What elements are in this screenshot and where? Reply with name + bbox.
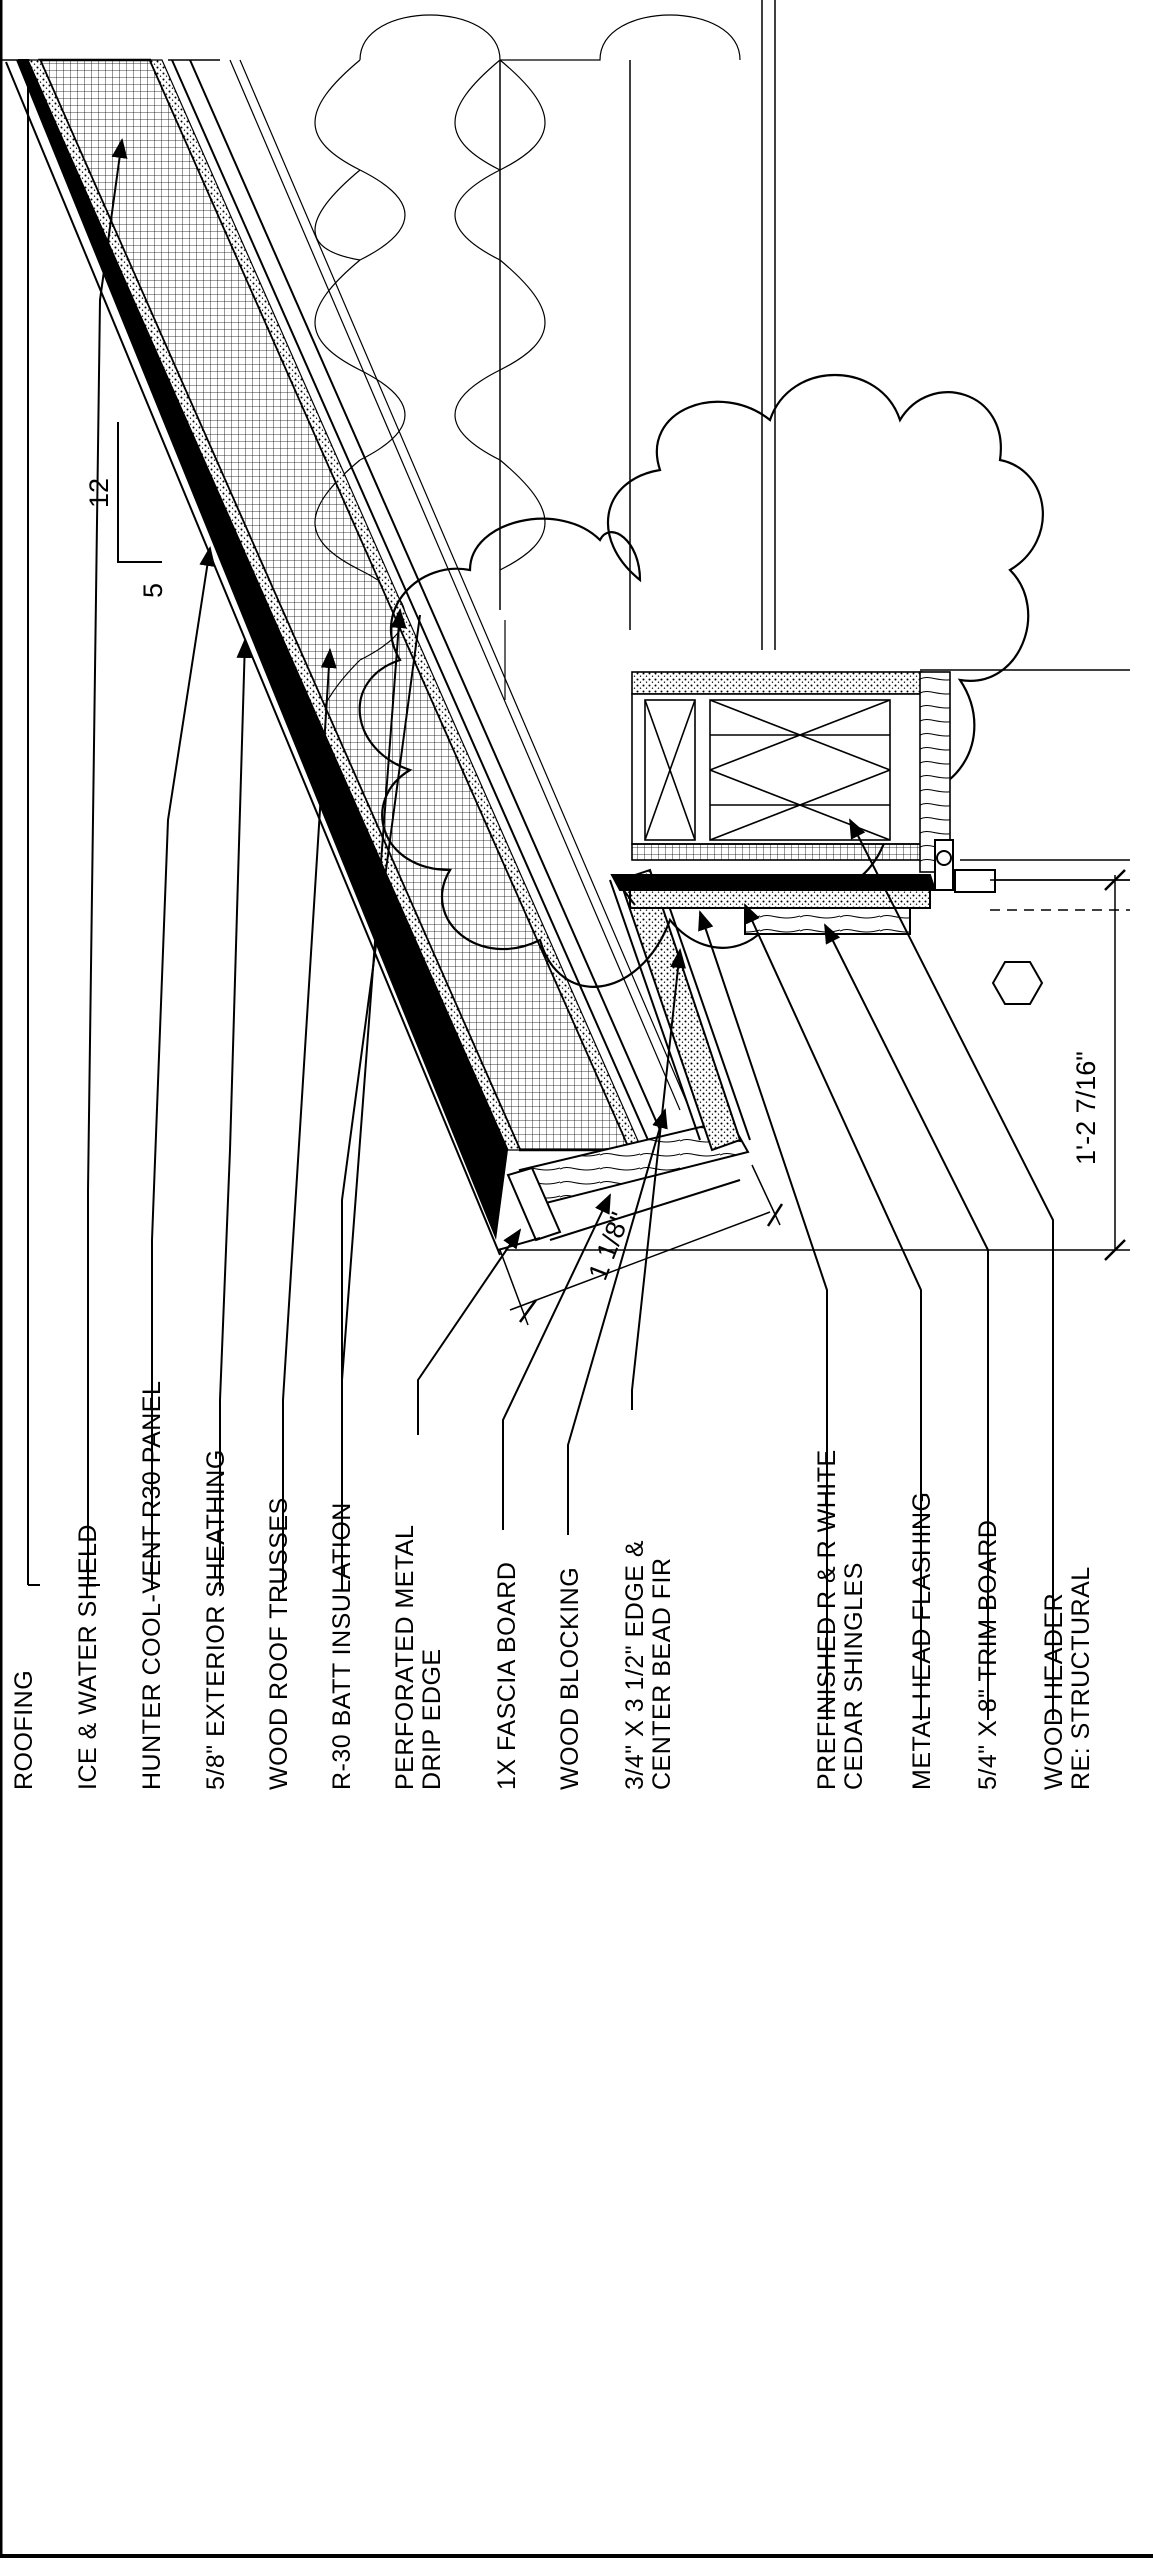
roof-assembly [0,58,691,1256]
roofing-layer [16,60,508,1240]
label-shingles-line-2: CEDAR SHINGLES [840,1562,868,1790]
callout-labels: ROOFING ICE & WATER SHIELD HUNTER COOL-V… [10,1381,1095,1790]
fascia-dimension [499,1164,784,1326]
label-cool-vent-panel: HUNTER COOL-VENT R30 PANEL [138,1381,166,1790]
label-wood-blocking: WOOD BLOCKING [556,1567,584,1790]
label-exterior-sheathing: 5/8" EXTERIOR SHEATHING [202,1449,230,1790]
cool-vent-panel-grid [38,58,632,1152]
trim-and-flashing [610,839,996,935]
slope-run-label: 12 [84,478,114,508]
overhang-dimension-label: 1'-2 7/16" [1071,1051,1101,1165]
label-soffit-line-2: CENTER BEAD FIR [648,1557,676,1790]
wood-header [631,671,951,873]
slope-rise-label: 5 [138,583,168,598]
label-trim-board: 5/4" X 8" TRIM BOARD [974,1520,1002,1790]
slope-indicator: 12 5 [84,422,168,598]
label-roofing: ROOFING [10,1670,38,1790]
label-soffit-line-1: 3/4" X 3 1/2" EDGE & [621,1540,649,1790]
label-drip-edge-line-2: DRIP EDGE [418,1648,446,1790]
hexagon-symbol [991,961,1044,1005]
soffit-board [618,868,742,1152]
label-fascia-board: 1X FASCIA BOARD [493,1562,521,1790]
exterior-sheathing-layer [27,59,521,1151]
label-shingles-line-1: PREFINISHED R & R WHITE [813,1449,841,1790]
label-roof-trusses: WOOD ROOF TRUSSES [265,1497,293,1790]
soffit-assembly [609,868,751,1152]
label-drip-edge-line-1: PERFORATED METAL [391,1525,419,1790]
label-header-line-1: WOOD HEADER [1040,1593,1068,1790]
fascia-board [506,1166,562,1242]
label-batt-insulation: R-30 BATT INSULATION [328,1502,356,1790]
overhang-dimension [505,869,1130,1261]
fascia-dimension-label: 1 1/8" [583,1208,636,1284]
label-head-flashing: METAL HEAD FLASHING [908,1492,936,1790]
label-ice-water-shield: ICE & WATER SHIELD [74,1524,102,1790]
interior-wall-lines [499,0,1130,881]
leader-lines [18,59,1054,1720]
label-header-line-2: RE: STRUCTURAL [1067,1566,1095,1790]
